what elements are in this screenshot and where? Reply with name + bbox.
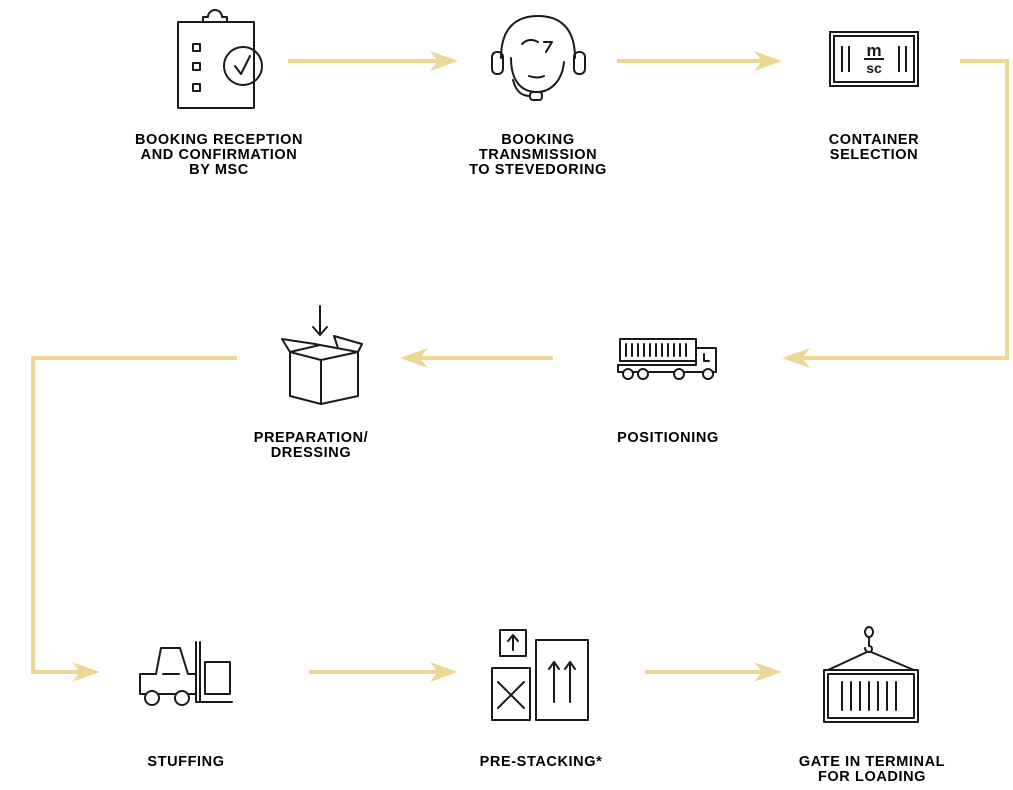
label-line: BOOKING RECEPTION (134, 132, 304, 148)
step-label-booking-transmission: BOOKING TRANSMISSION TO STEVEDORING (408, 133, 668, 178)
label-line: SELECTION (829, 147, 919, 163)
step-label-container-selection: CONTAINER SELECTION (744, 133, 1004, 163)
connector-line-3-4 (800, 59, 1009, 360)
step-label-pre-stacking: PRE-STACKING* (411, 755, 671, 770)
connector-arrowhead-4-5 (400, 348, 428, 368)
step-label-gate-in-terminal: GATE IN TERMINAL FOR LOADING (742, 755, 1002, 785)
step-label-preparation-dressing: PREPARATION/ DRESSING (181, 431, 441, 461)
label-line: PRE-STACKING* (479, 754, 603, 770)
connector-arrowhead-5-6 (72, 662, 100, 682)
stacked-cargo-icon (486, 622, 596, 732)
msc-logo-text-top: m (866, 41, 881, 60)
label-line: TO STEVEDORING (469, 162, 607, 178)
msc-logo-text-bottom: sc (866, 60, 882, 76)
clipboard-check-icon (160, 8, 270, 118)
headset-operator-icon (484, 6, 594, 116)
label-line: FOR LOADING (817, 769, 927, 785)
step-label-booking-reception: BOOKING RECEPTION AND CONFIRMATION BY MS… (89, 133, 349, 178)
label-line: BOOKING (501, 132, 575, 148)
label-line: POSITIONING (617, 430, 719, 446)
label-line: BY MSC (189, 162, 249, 178)
connector-arrowhead-6-7 (430, 662, 458, 682)
step-label-positioning: POSITIONING (538, 431, 798, 446)
open-box-icon (270, 300, 380, 410)
label-line: GATE IN TERMINAL (798, 754, 946, 770)
forklift-icon (130, 622, 240, 732)
label-line: CONTAINER (828, 132, 920, 148)
connector-line-5-6 (31, 356, 237, 674)
connector-arrowhead-7-8 (754, 662, 782, 682)
label-line: DRESSING (270, 445, 352, 461)
connectors-layer (31, 51, 1009, 682)
label-line: PREPARATION/ (253, 430, 369, 446)
connector-arrowhead-2-3 (754, 51, 782, 71)
label-line: TRANSMISSION (478, 147, 598, 163)
label-line: STUFFING (147, 754, 225, 770)
step-label-stuffing: STUFFING (56, 755, 316, 770)
connector-arrowhead-3-4 (782, 348, 810, 368)
container-truck-icon (612, 308, 722, 418)
msc-container-icon: m sc (820, 8, 930, 118)
crane-lifted-container-icon (818, 620, 928, 730)
connector-arrowhead-1-2 (430, 51, 458, 71)
label-line: AND CONFIRMATION (140, 147, 298, 163)
